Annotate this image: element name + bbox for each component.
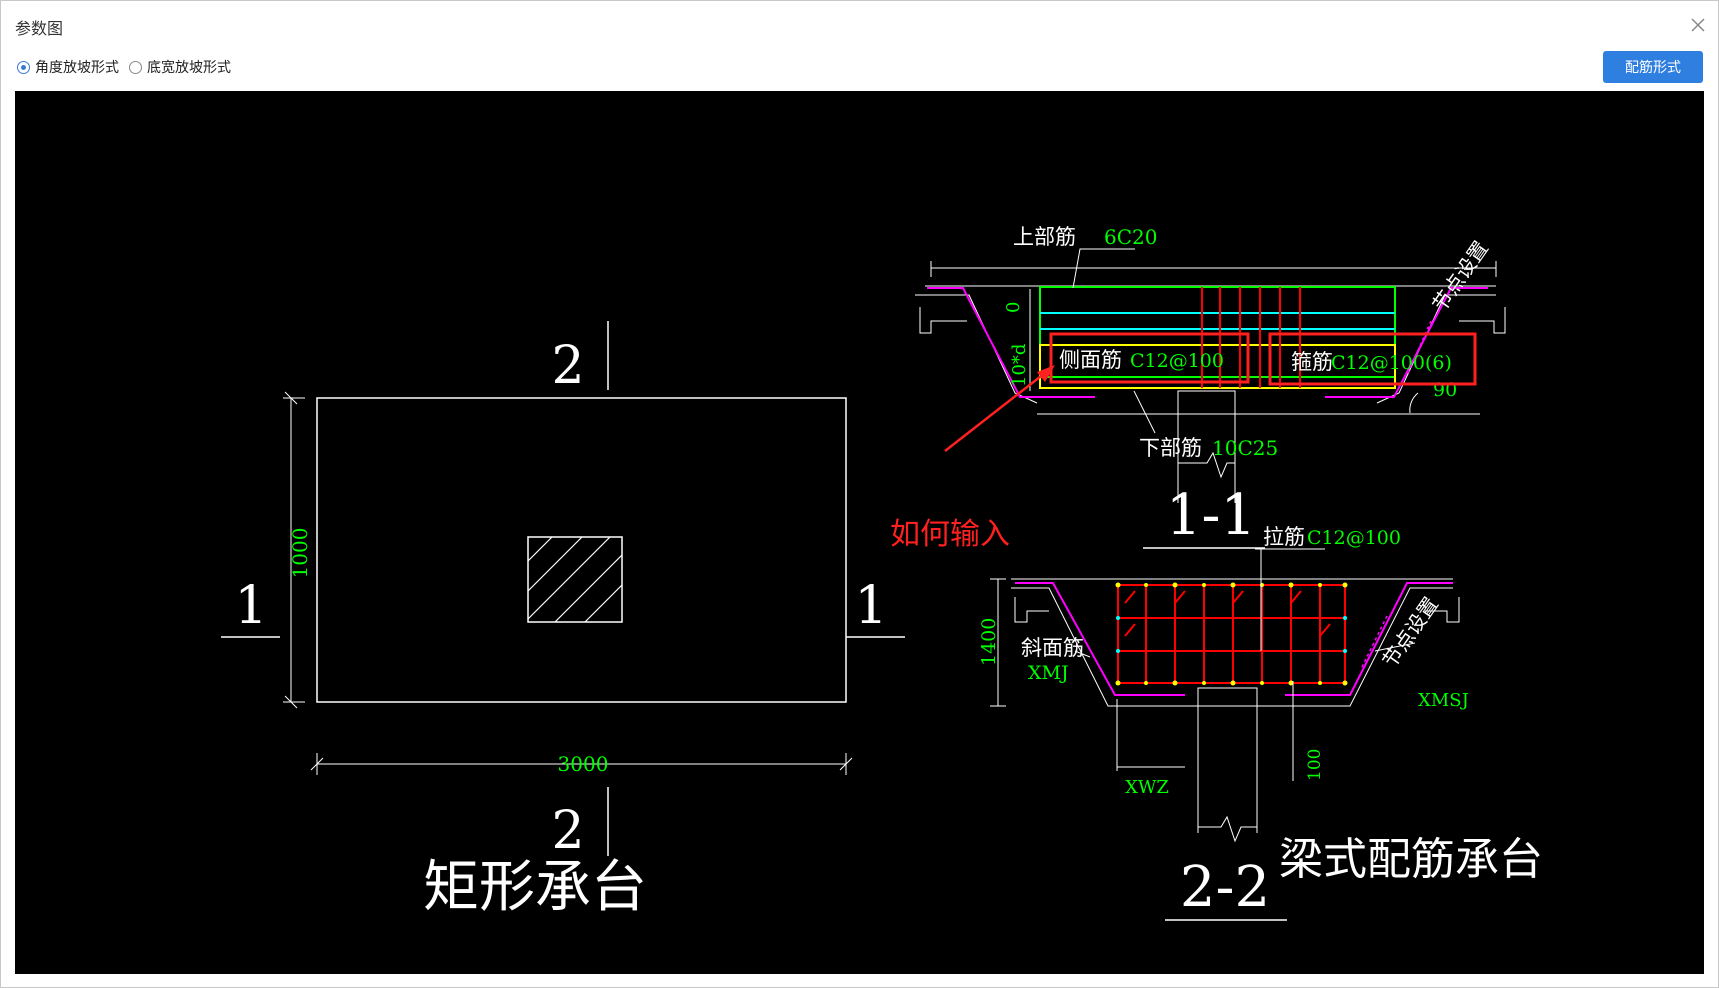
- highlight-stirrup: [1268, 332, 1477, 386]
- section-2-2: 拉筋 C12@100 1400 斜面筋 XMJ XMSJ 节点设置 100: [978, 525, 1543, 921]
- section-2-2-caption: 梁式配筋承台: [1279, 834, 1543, 885]
- option-angle-slope-label: 角度放坡形式: [35, 60, 119, 76]
- section-2-2-title: 2-2: [1180, 855, 1270, 920]
- option-width-slope-label: 底宽放坡形式: [147, 60, 231, 76]
- stirrup-label: 箍筋: [1291, 350, 1333, 374]
- plan-dim-width: 3000: [558, 752, 609, 776]
- dim-height-1400: 1400: [978, 618, 1000, 666]
- dim-zero: 0: [1003, 302, 1024, 313]
- question-annotation: 如何输入: [890, 365, 1055, 551]
- section-1-1: 上部筋 6C20 下部筋 10C25 侧面筋 C12@100 箍筋 C12@10…: [915, 225, 1506, 549]
- column-hatch: [527, 536, 623, 623]
- bottom-bar-value: 10C25: [1212, 436, 1278, 460]
- side-bar-label: 侧面筋: [1059, 348, 1122, 372]
- radio-angle-slope[interactable]: [17, 60, 30, 74]
- dim-xwz: XWZ: [1125, 777, 1169, 798]
- cage-grid-2-2: [1118, 585, 1345, 683]
- plan-view: 1000 3000 1 1 2 2 矩形承台: [221, 321, 905, 920]
- option-angle-slope[interactable]: 角度放坡形式: [17, 57, 119, 77]
- cage-cyan-dots: [1116, 616, 1347, 653]
- rebar-form-button[interactable]: 配筋形式: [1603, 51, 1703, 83]
- section2-top-label: 2: [551, 336, 584, 396]
- close-icon[interactable]: [1688, 15, 1708, 35]
- tie-bar-value: C12@100: [1307, 527, 1401, 549]
- slope-bar-label: 斜面筋: [1021, 636, 1084, 660]
- plan-caption: 矩形承台: [423, 855, 647, 920]
- section2-bottom-label: 2: [551, 801, 584, 861]
- cad-drawing: 1000 3000 1 1 2 2 矩形承台: [221, 225, 1543, 921]
- highlight-side-bar: [1049, 332, 1250, 384]
- slope-mode-options: 角度放坡形式 底宽放坡形式: [17, 57, 241, 77]
- option-width-slope[interactable]: 底宽放坡形式: [129, 57, 231, 77]
- pile-cap-outline: [316, 397, 847, 703]
- top-bar-value: 6C20: [1104, 225, 1157, 249]
- tie-bar-label: 拉筋: [1263, 525, 1305, 549]
- stirrups-1-1: [1201, 287, 1301, 388]
- section1-left-label: 1: [234, 576, 267, 636]
- bottom-bar-label: 下部筋: [1139, 436, 1202, 460]
- plan-dim-height: 1000: [288, 528, 312, 579]
- radio-width-slope[interactable]: [129, 60, 142, 74]
- node-setting-1-1: 节点设置: [1427, 237, 1493, 316]
- slope-bar-value: XMJ: [1028, 662, 1069, 684]
- dim-100: 100: [1305, 749, 1325, 781]
- drawing-canvas: 1000 3000 1 1 2 2 矩形承台: [15, 91, 1704, 974]
- column-outline: [527, 536, 623, 623]
- side-bar-value: C12@100: [1130, 350, 1224, 372]
- section1-right-label: 1: [854, 576, 887, 636]
- dim-anchor: 10*d: [1009, 344, 1030, 387]
- top-bar-label: 上部筋: [1013, 225, 1076, 249]
- angle-value: 90: [1433, 379, 1457, 401]
- section-1-1-title: 1-1: [1166, 483, 1256, 548]
- cage-dots: [1115, 582, 1348, 686]
- stirrup-value: C12@100(6): [1331, 352, 1452, 374]
- window-title: 参数图: [15, 19, 64, 38]
- question-text: 如何输入: [890, 518, 1010, 551]
- slope-right-value: XMSJ: [1418, 690, 1469, 711]
